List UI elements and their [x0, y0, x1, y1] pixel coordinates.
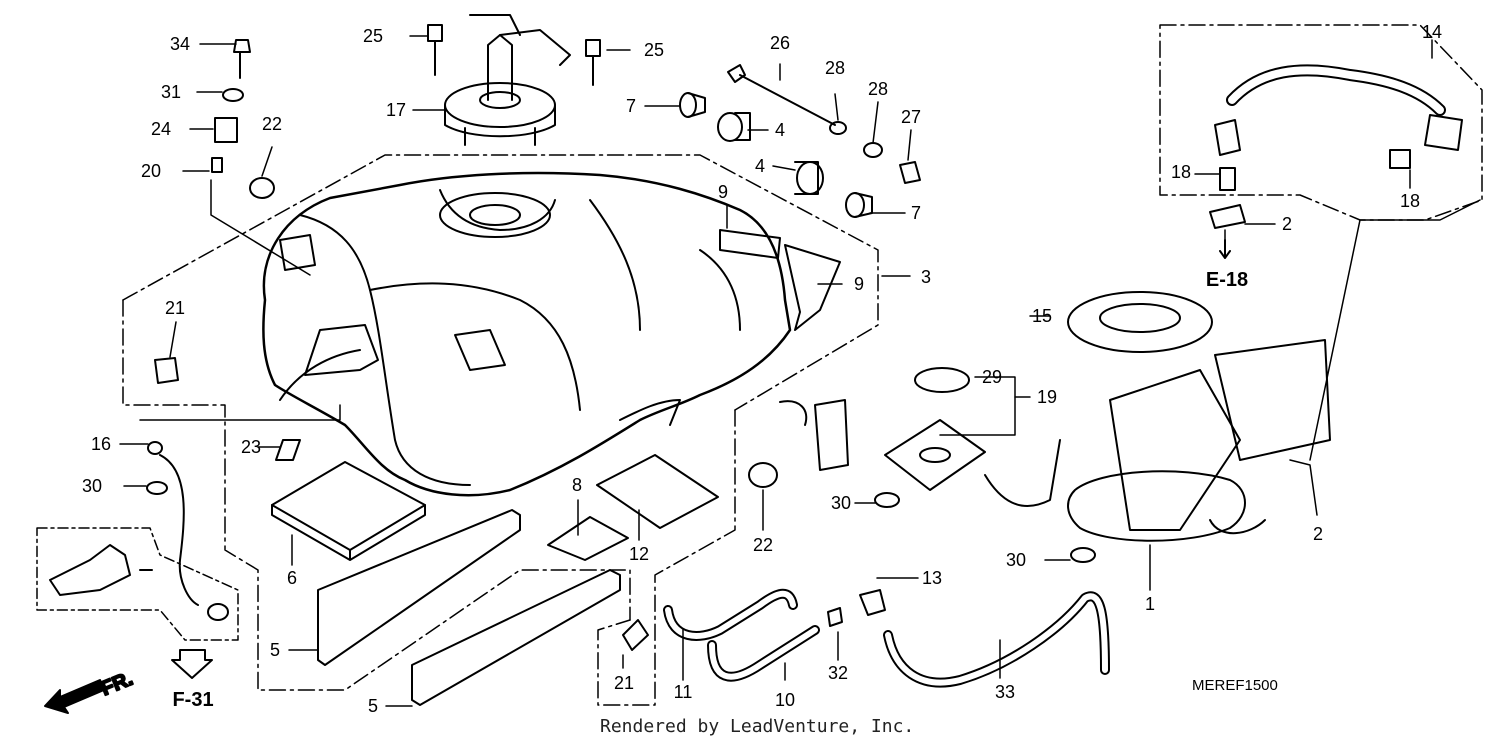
small-hardware-left	[211, 39, 275, 199]
callout-23: 23	[241, 437, 261, 457]
front-arrow-icon	[44, 679, 105, 714]
reference-e-18: E-18	[1206, 269, 1248, 291]
callout-33: 33	[995, 682, 1015, 702]
e18-arrow	[1219, 239, 1231, 259]
callout-16: 16	[91, 434, 111, 454]
rubber-pads	[271, 229, 841, 706]
callout-4: 4	[755, 156, 765, 176]
fuel-pump	[779, 291, 1331, 542]
mount-hardware	[679, 64, 921, 218]
callout-28: 28	[868, 79, 888, 99]
callout-5: 5	[368, 696, 378, 716]
reference-f-31: F-31	[172, 689, 213, 711]
callout-12: 12	[629, 544, 649, 564]
callout-26: 26	[770, 33, 790, 53]
callout-9: 9	[718, 182, 728, 202]
callout-5: 5	[270, 640, 280, 660]
callout-28: 28	[825, 58, 845, 78]
hoses	[663, 64, 1446, 688]
callout-21: 21	[614, 673, 634, 693]
callout-34: 34	[170, 34, 190, 54]
callout-1: 1	[1145, 594, 1155, 614]
callout-32: 32	[828, 663, 848, 683]
footer-credit: Rendered by LeadVenture, Inc.	[600, 716, 915, 737]
callout-9: 9	[854, 274, 864, 294]
callout-7: 7	[626, 96, 636, 116]
leader-lines	[119, 35, 1481, 707]
callout-8: 8	[572, 475, 582, 495]
callout-25: 25	[644, 40, 664, 60]
callout-13: 13	[922, 568, 942, 588]
callout-14: 14	[1422, 22, 1442, 42]
diagram-code: MEREF1500	[1192, 677, 1278, 694]
hose-fittings	[1209, 114, 1463, 229]
filler-cap	[444, 14, 571, 146]
callout-21: 21	[165, 298, 185, 318]
callout-22: 22	[753, 535, 773, 555]
callout-2: 2	[1313, 524, 1323, 544]
callout-11: 11	[674, 682, 693, 702]
callout-29: 29	[982, 367, 1002, 387]
callout-22: 22	[262, 114, 282, 134]
callout-20: 20	[141, 161, 161, 181]
callout-24: 24	[151, 119, 171, 139]
callout-17: 17	[386, 100, 406, 120]
callout-27: 27	[901, 107, 921, 127]
callout-30: 30	[1006, 550, 1026, 570]
front-arrow-label: FR.	[98, 668, 136, 700]
callout-15: 15	[1032, 306, 1052, 326]
callout-18: 18	[1171, 162, 1191, 182]
callout-4: 4	[775, 120, 785, 140]
group-outline-hose-14	[1159, 24, 1483, 221]
fuel-tank	[262, 171, 792, 497]
callout-25: 25	[363, 26, 383, 46]
grommets	[154, 357, 1096, 651]
callout-10: 10	[775, 690, 795, 710]
callout-labels: 1223445567789910111213141516171818192021…	[82, 22, 1442, 716]
callout-2: 2	[1282, 214, 1292, 234]
group-outline-tank	[122, 154, 879, 706]
cap-bolt-left	[427, 24, 443, 76]
callout-18: 18	[1400, 191, 1420, 211]
callout-3: 3	[921, 267, 931, 287]
callout-30: 30	[82, 476, 102, 496]
group-outline-bracket	[36, 527, 239, 641]
callout-19: 19	[1037, 387, 1057, 407]
callout-30: 30	[831, 493, 851, 513]
callout-31: 31	[161, 82, 181, 102]
callout-6: 6	[287, 568, 297, 588]
callout-7: 7	[911, 203, 921, 223]
ground-wire	[146, 441, 229, 621]
cap-bolt-right	[585, 39, 601, 86]
f31-arrow-icon	[171, 649, 213, 679]
bracket	[49, 544, 153, 596]
